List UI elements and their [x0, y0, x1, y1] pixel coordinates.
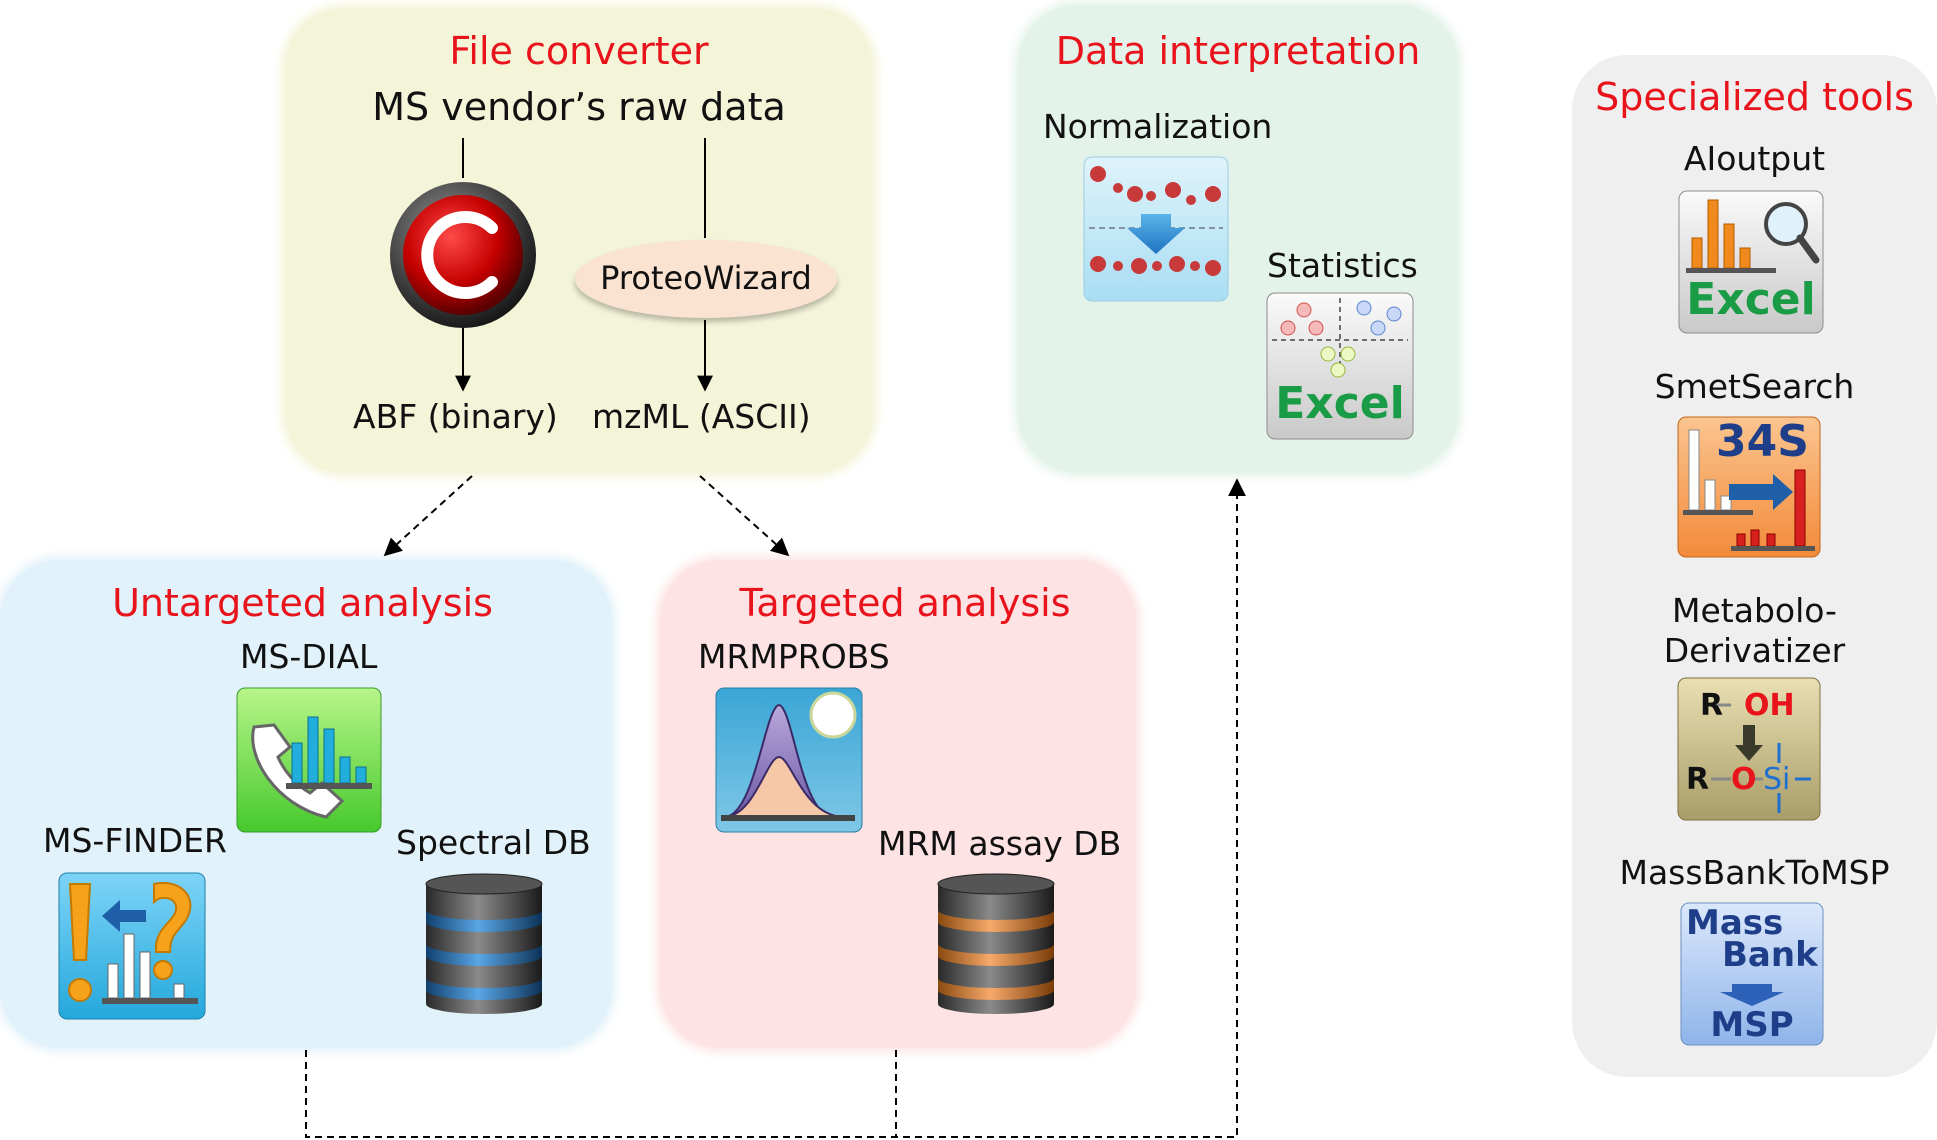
deriv-r2-text: R [1686, 762, 1710, 797]
spectral-db-label: Spectral DB [396, 823, 591, 862]
massbanktomsp-icon [1680, 902, 1824, 1046]
specialized-tools-title: Specialized tools [1595, 75, 1914, 119]
deriv-o-text: O [1731, 762, 1757, 797]
deriv-oh-text: OH [1744, 688, 1795, 723]
massbank-msp-text: MSP [1710, 1005, 1794, 1045]
spectral-db-icon [425, 873, 543, 1014]
file-converter-title: File converter [449, 29, 709, 73]
normalization-icon [1083, 156, 1229, 302]
massbanktomsp-label: MassBankToMSP [1619, 853, 1890, 892]
smetsearch-icon [1677, 416, 1821, 558]
metabolo-derivatizer-label-line1: Metabolo- [1672, 591, 1837, 630]
mrm-assay-db-icon [937, 873, 1055, 1014]
mzml-ascii-label: mzML (ASCII) [592, 397, 811, 436]
statistics-excel-text: Excel [1275, 378, 1405, 429]
data-interpretation-title: Data interpretation [1055, 29, 1421, 73]
targeted-analysis-title: Targeted analysis [739, 581, 1071, 625]
deriv-r1-text: R [1700, 688, 1724, 723]
statistics-label: Statistics [1267, 246, 1418, 285]
file-converter-panel [285, 8, 873, 473]
aioutput-icon [1678, 190, 1824, 334]
normalization-label: Normalization [1043, 107, 1273, 146]
smetsearch-34s-text: 34S [1716, 416, 1809, 467]
massbank-bank-text: Bank [1722, 935, 1818, 975]
msfinder-label: MS-FINDER [43, 821, 227, 860]
aioutput-label: AIoutput [1683, 139, 1826, 178]
metabolo-derivatizer-icon [1677, 677, 1821, 821]
proteowizard-label: ProteoWizard [600, 259, 812, 297]
abf-binary-label: ABF (binary) [353, 397, 558, 436]
proteowizard-badge: ProteoWizard [575, 240, 837, 318]
massbank-mass-text: Mass [1686, 903, 1784, 943]
msfinder-icon [58, 872, 206, 1020]
aioutput-excel-text: Excel [1686, 274, 1816, 325]
msdial-label: MS-DIAL [240, 637, 378, 676]
untargeted-analysis-title: Untargeted analysis [112, 581, 493, 625]
c-converter-icon [390, 182, 536, 328]
mrmprobs-label: MRMPROBS [698, 637, 890, 676]
metabolo-derivatizer-label-line2: Derivatizer [1663, 631, 1846, 670]
mrm-assay-db-label: MRM assay DB [878, 824, 1122, 863]
smetsearch-label: SmetSearch [1654, 367, 1855, 406]
deriv-si-text: Si [1763, 762, 1791, 797]
raw-data-label: MS vendor’s raw data [372, 85, 786, 129]
msdial-icon [236, 687, 382, 833]
statistics-icon [1266, 292, 1414, 440]
mrmprobs-icon [715, 687, 863, 833]
